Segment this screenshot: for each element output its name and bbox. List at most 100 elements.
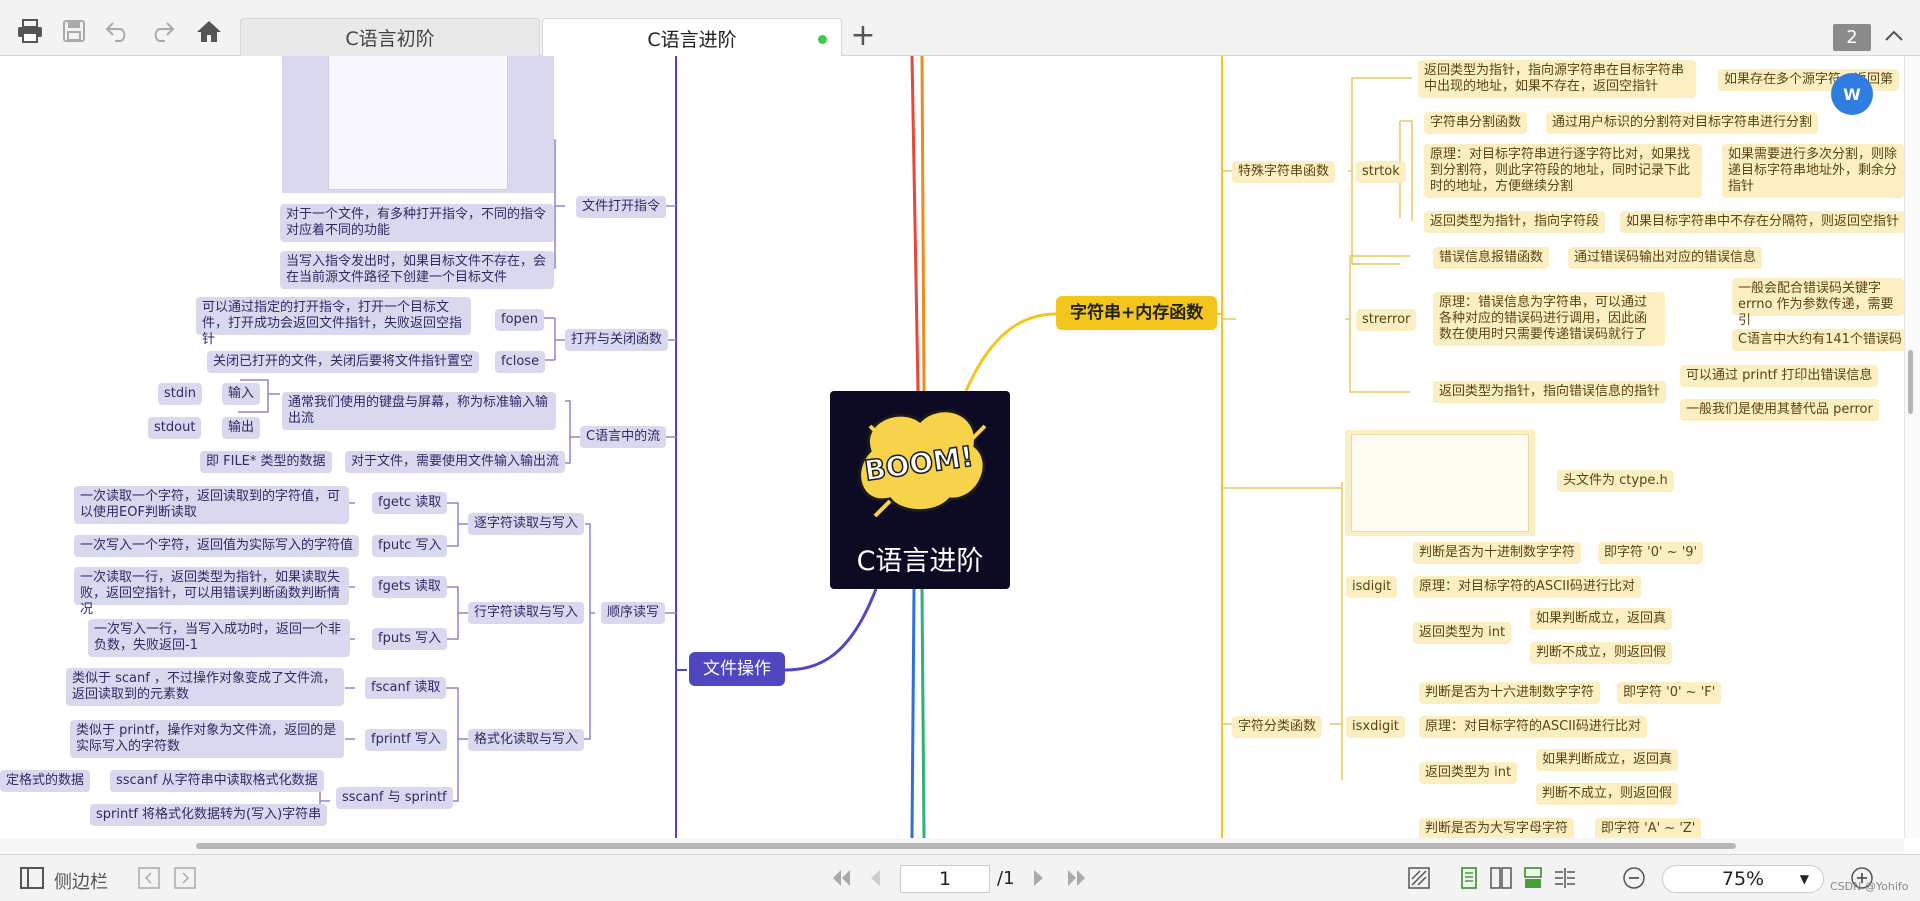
node-isxdigit-1[interactable]: 判断是否为十六进制数字字符 xyxy=(1419,682,1601,704)
central-topic-card[interactable]: BOOM! C语言进阶 xyxy=(830,391,1010,589)
node-strtok[interactable]: strtok xyxy=(1356,161,1406,183)
topic-string-memory[interactable]: 字符串+内存函数 xyxy=(1056,296,1218,330)
node-strtok-2r[interactable]: 如果需要进行多次分割，则除递目标字符串地址外，剩余分指针 xyxy=(1722,144,1904,198)
topic-file-operations[interactable]: 文件操作 xyxy=(689,652,785,686)
last-page-icon[interactable] xyxy=(1066,868,1088,893)
node-strerror-3r2[interactable]: 一般我们是使用其替代品 perror xyxy=(1680,399,1879,421)
node-line-rw[interactable]: 行字符读取与写入 xyxy=(468,602,585,624)
node-isdigit[interactable]: isdigit xyxy=(1346,576,1398,598)
save-icon[interactable] xyxy=(59,16,89,46)
sidebar-label[interactable]: 侧边栏 xyxy=(54,872,108,893)
node-char-classify[interactable]: 字符分类函数 xyxy=(1232,716,1323,738)
zoom-in-icon[interactable] xyxy=(1850,866,1874,895)
fit-view-icon[interactable] xyxy=(1408,867,1430,894)
node-file-type[interactable]: 即 FILE* 类型的数据 xyxy=(200,451,332,473)
node-fprintf[interactable]: fprintf 写入 xyxy=(365,729,447,751)
node-sscanf[interactable]: sscanf 从字符串中读取格式化数据 xyxy=(110,770,324,792)
node-sscanf-sprintf[interactable]: sscanf 与 sprintf xyxy=(336,787,453,809)
node-strerror-1r[interactable]: 通过错误码输出对应的错误信息 xyxy=(1568,247,1763,269)
home-icon[interactable] xyxy=(194,16,224,46)
node-special-string[interactable]: 特殊字符串函数 xyxy=(1232,161,1336,183)
node-fopen-desc[interactable]: 可以通过指定的打开指令，打开一个目标文件，打开成功会返回文件指针，失败返回空指针 xyxy=(196,297,471,347)
node-output[interactable]: 输出 xyxy=(222,417,261,439)
node-fgetc[interactable]: fgetc 读取 xyxy=(372,492,448,514)
node-fmt-rw[interactable]: 格式化读取与写入 xyxy=(468,729,585,751)
node-fopen[interactable]: fopen xyxy=(495,309,545,331)
double-page-icon[interactable] xyxy=(1490,867,1512,894)
print-icon[interactable] xyxy=(15,16,45,46)
node-fputc-desc[interactable]: 一次写入一个字符，返回值为实际写入的字符值 xyxy=(74,535,360,557)
node-fgets[interactable]: fgets 读取 xyxy=(372,576,447,598)
vertical-scroll-thumb[interactable] xyxy=(1908,350,1913,414)
node-sequential-rw[interactable]: 顺序读写 xyxy=(601,602,666,624)
node-strtok-3r[interactable]: 如果目标字符串中不存在分隔符，则返回空指针 xyxy=(1620,211,1904,233)
node-fputc[interactable]: fputc 写入 xyxy=(372,535,448,557)
node-strtok-1[interactable]: 字符串分割函数 xyxy=(1424,112,1528,134)
first-page-icon[interactable] xyxy=(830,868,852,893)
node-return-top[interactable]: 返回类型为指针，指向源字符串在目标字符串中出现的地址，如果不存在，返回空指针 xyxy=(1418,60,1696,98)
node-sscanf-left[interactable]: 定格式的数据 xyxy=(0,770,91,792)
node-open-desc-2[interactable]: 当写入指令发出时，如果目标文件不存在，会在当前源文件路径下创建一个目标文件 xyxy=(280,251,554,289)
node-fgetc-desc[interactable]: 一次读取一个字符，返回读取到的字符值，可以使用EOF判断读取 xyxy=(74,486,349,524)
sidebar-toggle-icon[interactable] xyxy=(20,867,44,894)
node-stdout[interactable]: stdout xyxy=(148,417,202,439)
tab-c-advanced[interactable]: C语言进阶 xyxy=(542,18,842,57)
node-open-desc-1[interactable]: 对于一个文件，有多种打开指令，不同的指令对应着不同的功能 xyxy=(280,204,554,242)
vertical-scrollbar[interactable] xyxy=(1904,56,1920,838)
node-stream[interactable]: C语言中的流 xyxy=(580,426,667,448)
node-isdigit-3r2[interactable]: 判断不成立，则返回假 xyxy=(1530,642,1673,664)
redo-icon[interactable] xyxy=(147,16,177,46)
node-input[interactable]: 输入 xyxy=(222,383,261,405)
node-isdigit-2[interactable]: 原理：对目标字符的ASCII码进行比对 xyxy=(1413,576,1641,598)
mindmap-canvas[interactable]: BOOM! C语言进阶 文件操作 对于一个文件，有多种打开指令，不同的指令对应着… xyxy=(0,56,1904,838)
node-isdigit-1[interactable]: 判断是否为十进制数字字符 xyxy=(1413,542,1582,564)
word-export-icon[interactable]: W xyxy=(1831,73,1873,115)
node-strerror[interactable]: strerror xyxy=(1356,309,1417,331)
node-open-command[interactable]: 文件打开指令 xyxy=(576,196,667,218)
node-char-rw[interactable]: 逐字符读取与写入 xyxy=(468,513,585,535)
undo-icon[interactable] xyxy=(103,16,133,46)
zoom-select[interactable]: 75% ▼ xyxy=(1662,865,1824,893)
node-isxdigit-3[interactable]: 返回类型为 int xyxy=(1419,762,1518,784)
next-page-icon[interactable] xyxy=(1032,868,1046,893)
tab-c-basic[interactable]: C语言初阶 xyxy=(240,18,540,56)
expand-right-icon[interactable] xyxy=(174,867,196,894)
grid-view-icon[interactable] xyxy=(1554,867,1576,894)
node-file-stream[interactable]: 对于文件，需要使用文件输入输出流 xyxy=(345,451,566,473)
node-strerror-2r1[interactable]: 一般会配合错误码关键字 errno 作为参数传递，需要引 xyxy=(1732,278,1904,328)
node-fgets-desc[interactable]: 一次读取一行，返回类型为指针，如果读取失败，返回空指针，可以用错误判断函数判断情… xyxy=(74,567,349,617)
node-open-close[interactable]: 打开与关闭函数 xyxy=(565,329,669,351)
node-strerror-1[interactable]: 错误信息报错函数 xyxy=(1433,247,1550,269)
node-header-ctype[interactable]: 头文件为 ctype.h xyxy=(1557,470,1674,492)
node-isdigit-3[interactable]: 返回类型为 int xyxy=(1413,622,1512,644)
continuous-page-icon[interactable] xyxy=(1522,867,1544,894)
node-sprintf[interactable]: sprintf 将格式化数据转为(写入)字符串 xyxy=(90,804,328,826)
node-stdin[interactable]: stdin xyxy=(158,383,202,405)
node-isxdigit-2[interactable]: 原理：对目标字符的ASCII码进行比对 xyxy=(1419,716,1647,738)
collapse-left-icon[interactable] xyxy=(138,867,160,894)
chevron-up-icon[interactable] xyxy=(1882,24,1906,48)
node-isxdigit[interactable]: isxdigit xyxy=(1346,716,1405,738)
node-fclose[interactable]: fclose xyxy=(495,351,546,373)
node-strtok-3[interactable]: 返回类型为指针，指向字符段 xyxy=(1424,211,1606,233)
node-fclose-desc[interactable]: 关闭已打开的文件，关闭后要将文件指针置空 xyxy=(207,351,480,373)
node-strerror-3[interactable]: 返回类型为指针，指向错误信息的指针 xyxy=(1433,381,1667,403)
node-isdigit-1r[interactable]: 即字符 '0' ~ '9' xyxy=(1598,542,1704,564)
node-strerror-3r1[interactable]: 可以通过 printf 打印出错误信息 xyxy=(1680,365,1879,387)
node-isdigit-3r1[interactable]: 如果判断成立，返回真 xyxy=(1530,608,1673,630)
new-tab-button[interactable]: + xyxy=(850,18,876,53)
node-isxdigit-3r1[interactable]: 如果判断成立，返回真 xyxy=(1536,749,1679,771)
node-strtok-1r[interactable]: 通过用户标识的分割符对目标字符串进行分割 xyxy=(1546,112,1819,134)
node-isupper-1[interactable]: 判断是否为大写字母字符 xyxy=(1419,818,1575,838)
horizontal-scroll-thumb[interactable] xyxy=(196,843,1736,849)
node-isupper-1r[interactable]: 即字符 'A' ~ 'Z' xyxy=(1595,818,1702,838)
node-isxdigit-3r2[interactable]: 判断不成立，则返回假 xyxy=(1536,783,1679,805)
node-fprintf-desc[interactable]: 类似于 printf，操作对象为文件流，返回的是实际写入的字符数 xyxy=(70,720,344,758)
single-page-icon[interactable] xyxy=(1458,867,1480,894)
node-isxdigit-1r[interactable]: 即字符 '0' ~ 'F' xyxy=(1617,682,1722,704)
node-stream-desc[interactable]: 通常我们使用的键盘与屏幕，称为标准输入输出流 xyxy=(282,392,556,430)
node-strtok-2[interactable]: 原理：对目标字符串进行逐字符比对，如果找到分割符，则此字符段的地址，同时记录下此… xyxy=(1424,144,1702,198)
node-fscanf-desc[interactable]: 类似于 scanf ，不过操作对象变成了文件流，返回读取到的元素数 xyxy=(66,668,344,706)
prev-page-icon[interactable] xyxy=(868,868,882,893)
node-fscanf[interactable]: fscanf 读取 xyxy=(365,677,447,699)
